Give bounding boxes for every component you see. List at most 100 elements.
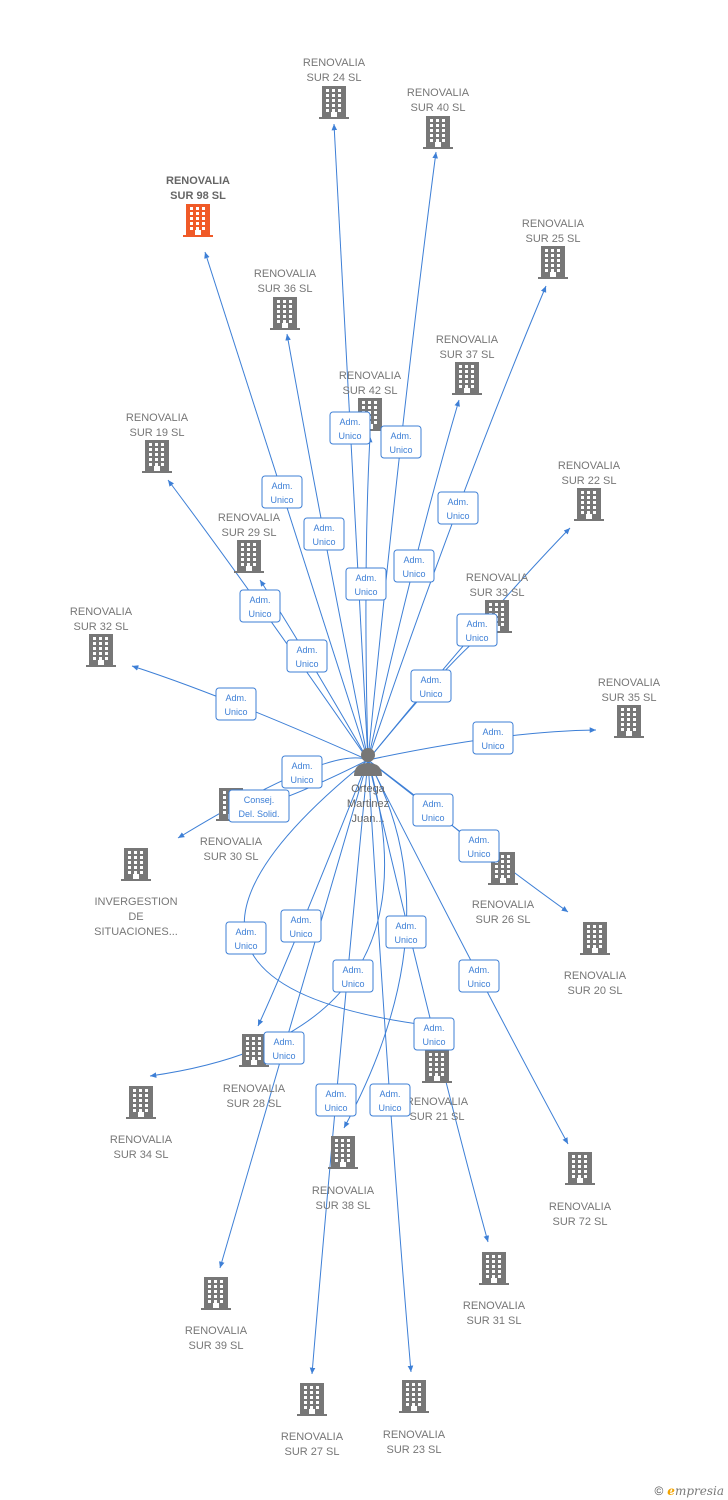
building-icon <box>126 1086 156 1119</box>
edge-label-text: Adm. <box>273 1037 294 1047</box>
edge-label-sur19[interactable]: Adm.Unico <box>239 589 281 623</box>
company-name: SUR 37 SL <box>439 349 494 361</box>
edge-label-sur40[interactable]: Adm.Unico <box>380 425 422 459</box>
edge-label-sur25[interactable]: Adm.Unico <box>437 491 479 525</box>
edge-label-box <box>458 829 500 863</box>
edge-label-sur28[interactable]: Adm.Unico <box>280 909 322 943</box>
edge-label-sur26[interactable]: Adm.Unico <box>412 793 454 827</box>
edge-label-box <box>286 639 328 673</box>
edge-label-text: Unico <box>446 511 469 521</box>
company-name: RENOVALIA <box>463 1300 526 1312</box>
edge-label-box <box>263 1031 305 1065</box>
company-name: RENOVALIA <box>598 677 661 689</box>
edge-label-text: Adm. <box>403 555 424 565</box>
edge-label-text: Adm. <box>468 835 489 845</box>
edge-label-sur29[interactable]: Adm.Unico <box>286 639 328 673</box>
edge-label-sur35[interactable]: Adm.Unico <box>472 721 514 755</box>
edge-label-sur38[interactable]: Adm.Unico <box>385 915 427 949</box>
edge-label-sur34[interactable]: Adm.Unico <box>332 959 374 993</box>
edge-label-text: Adm. <box>395 921 416 931</box>
edge-label-text: Unico <box>481 741 504 751</box>
edge-label-sur33[interactable]: Adm.Unico <box>410 669 452 703</box>
edge-label-sur22[interactable]: Adm.Unico <box>456 613 498 647</box>
edge-label-sur32[interactable]: Adm.Unico <box>215 687 257 721</box>
edge-label-sur31[interactable]: Adm.Unico <box>413 1017 455 1051</box>
company-name: SUR 35 SL <box>601 692 656 704</box>
company-name: SUR 21 SL <box>409 1111 464 1123</box>
edge-label-text: Del. Solid. <box>238 809 279 819</box>
company-node-sur35[interactable]: RENOVALIA SUR 35 SL <box>598 677 661 738</box>
company-name: RENOVALIA <box>303 57 366 69</box>
edge-label-inverg[interactable]: Consej. Del. Solid. <box>228 789 290 823</box>
building-icon <box>121 848 151 881</box>
person-name: Ortega <box>351 783 386 795</box>
edge-label-text: Adm. <box>291 761 312 771</box>
edge-label-sur72[interactable]: Adm.Unico <box>458 959 500 993</box>
company-name: RENOVALIA <box>383 1429 446 1441</box>
company-name: SUR 72 SL <box>552 1216 607 1228</box>
edge-label-box <box>369 1083 411 1117</box>
edge-label-sur42[interactable]: Adm. Unico <box>345 567 387 601</box>
edge-label-sur24[interactable]: Adm.Unico <box>329 411 371 445</box>
edge-label-sur20[interactable]: Adm.Unico <box>458 829 500 863</box>
company-name: DE <box>128 911 143 923</box>
edge-label-sur23[interactable]: Adm.Unico <box>369 1083 411 1117</box>
company-node-inverg[interactable]: INVERGESTIONDESITUACIONES... <box>94 848 178 938</box>
company-name: RENOVALIA <box>218 512 281 524</box>
edge-label-text: Unico <box>389 445 412 455</box>
edge-label-sur21[interactable]: Adm.Unico <box>225 921 267 955</box>
company-name: RENOVALIA <box>166 175 230 187</box>
edge-label-text: Adm. <box>422 799 443 809</box>
edge-label-box <box>437 491 479 525</box>
person-node[interactable]: OrtegaMartinezJuan... <box>347 748 389 825</box>
company-name: RENOVALIA <box>223 1083 286 1095</box>
edge-label-text: Consej. <box>244 795 275 805</box>
edge-label-sur36[interactable]: Adm.Unico <box>303 517 345 551</box>
edge-label-text: Unico <box>354 587 377 597</box>
brand-logo-name: mpresia <box>674 1484 724 1498</box>
edge-label-sur37[interactable]: Adm.Unico <box>393 549 435 583</box>
edge-label-box <box>225 921 267 955</box>
edge-label-text: Unico <box>465 633 488 643</box>
company-node-sur21[interactable]: RENOVALIA SUR 21 SL <box>406 1050 469 1123</box>
building-icon <box>142 440 172 473</box>
company-name: SUR 20 SL <box>567 985 622 997</box>
company-name: RENOVALIA <box>472 899 535 911</box>
edge-label-sur98[interactable]: Adm.Unico <box>261 475 303 509</box>
edge-label-box <box>280 909 322 943</box>
edge-label-sur27[interactable]: Adm.Unico <box>315 1083 357 1117</box>
edge-label-text: Adm. <box>355 573 376 583</box>
edge-label-text: Adm. <box>468 965 489 975</box>
company-name: SUR 27 SL <box>284 1446 339 1458</box>
edge-label-sur30[interactable]: Adm.Unico <box>281 755 323 789</box>
edge-label-box <box>413 1017 455 1051</box>
company-name: RENOVALIA <box>406 1096 469 1108</box>
brand-footer: ©empresia <box>654 1484 724 1498</box>
company-name: SITUACIONES... <box>94 926 178 938</box>
company-name: RENOVALIA <box>110 1134 173 1146</box>
edge-label-box <box>345 567 387 601</box>
edge-label-text: Unico <box>419 689 442 699</box>
edge-label-sur39[interactable]: Adm.Unico <box>263 1031 305 1065</box>
edge-label-box <box>303 517 345 551</box>
